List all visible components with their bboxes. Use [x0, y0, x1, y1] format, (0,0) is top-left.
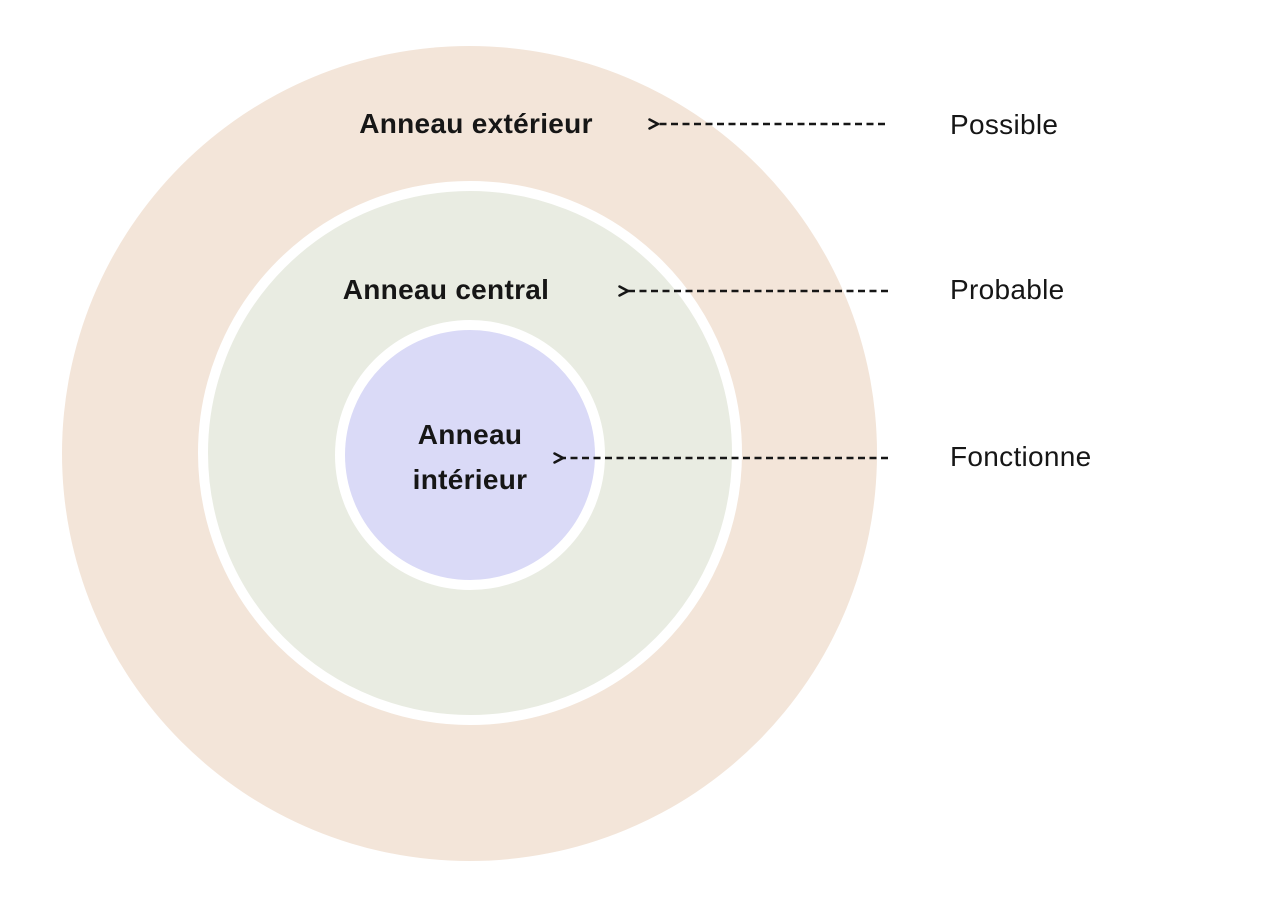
annotation-label-probable: Probable: [950, 274, 1065, 305]
outer-ring-label: Anneau extérieur: [359, 108, 593, 139]
inner-ring-label: Anneau intérieur: [412, 419, 528, 495]
middle-ring-label: Anneau central: [342, 274, 550, 305]
annotation-label-fonctionne: Fonctionne: [950, 441, 1092, 472]
annotation-label-possible: Possible: [950, 109, 1059, 140]
